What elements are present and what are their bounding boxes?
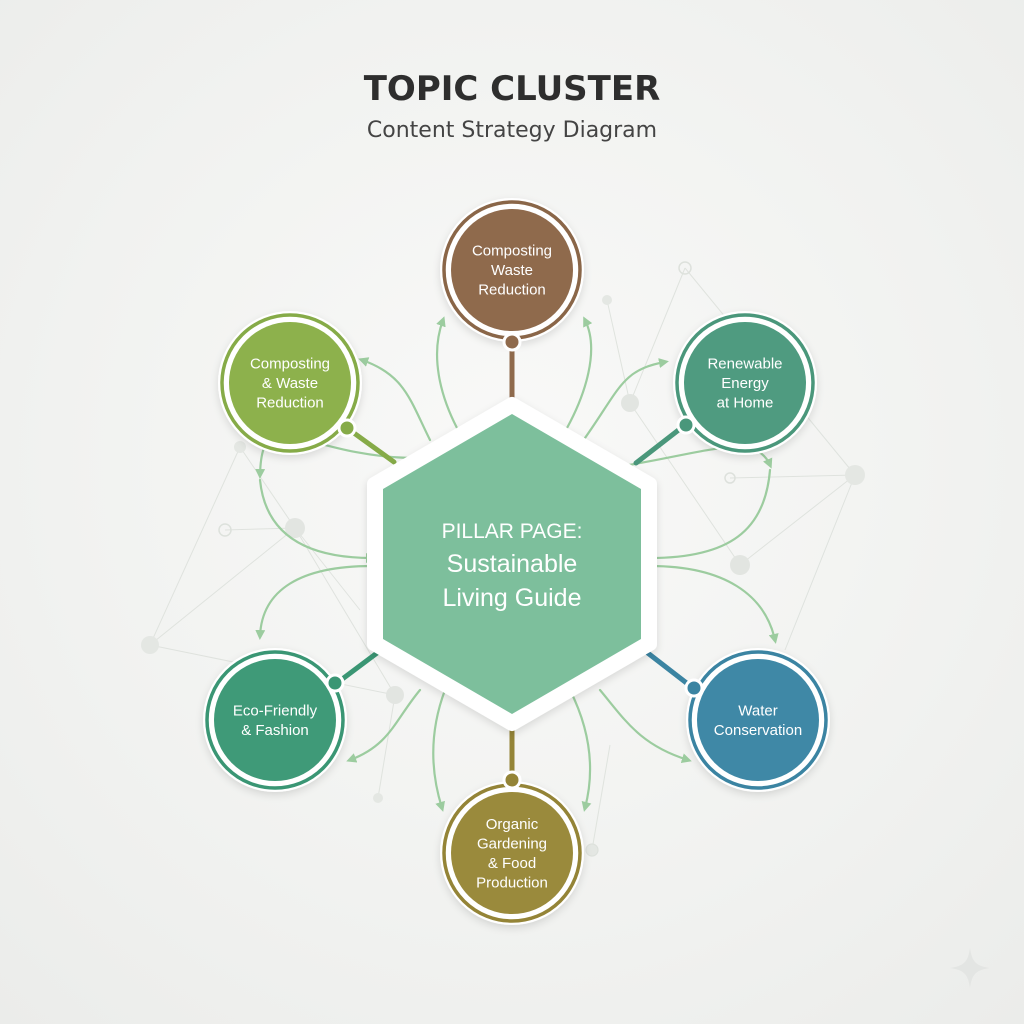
cluster-label-line: at Home <box>717 395 774 412</box>
cluster-label-line: Composting <box>472 243 552 260</box>
cluster-circle <box>697 659 819 781</box>
spoke-connectors <box>334 341 696 781</box>
cluster-circle <box>451 209 573 331</box>
cluster-label-line: Waste <box>491 262 533 279</box>
relationship-arrows <box>255 316 779 812</box>
cluster-label-line: Organic <box>486 816 539 833</box>
cluster-circle <box>684 322 806 444</box>
cluster-label-line: Reduction <box>256 395 324 412</box>
cluster-label-line: Eco-Friendly <box>233 702 318 719</box>
cluster-label-line: & Waste <box>262 375 318 392</box>
arrow-right-in <box>646 468 772 563</box>
arrow-to-ll <box>346 688 422 763</box>
diagram-subtitle: Content Strategy Diagram <box>367 118 657 143</box>
background-nodes <box>141 261 865 857</box>
connector-knobs <box>325 332 704 790</box>
pillar-label-line: Living Guide <box>443 584 582 612</box>
cluster-label-line: Reduction <box>478 282 546 299</box>
background-network <box>149 267 856 851</box>
cluster-ring <box>688 650 828 790</box>
cluster-circle <box>451 792 573 914</box>
cluster-ring <box>675 313 815 453</box>
cluster-label-line: Production <box>476 874 548 891</box>
cluster-label: Eco-Friendly & Fashion <box>233 702 318 739</box>
pillar-label-line: PILLAR PAGE: <box>442 520 583 543</box>
arrow-to-ul-1 <box>358 357 432 442</box>
arrow-to-bottom-left <box>432 688 447 812</box>
cluster-label-line: & Fashion <box>241 722 309 739</box>
cluster-label-line: Conservation <box>714 722 802 739</box>
cluster-circle <box>214 659 336 781</box>
arrow-to-bottom-right <box>568 688 592 812</box>
arrow-to-top-left <box>436 316 459 430</box>
arrow-right-out <box>648 564 779 644</box>
arrow-left-in <box>258 478 376 563</box>
cluster-circle <box>229 322 351 444</box>
diagram-title: TOPIC CLUSTER <box>364 69 661 109</box>
pillar-hexagon <box>383 414 641 714</box>
arrow-to-ur-1 <box>578 358 669 447</box>
arrow-left-out <box>255 564 374 640</box>
cluster-label-line: Water <box>738 702 777 719</box>
arrow-to-lr <box>598 688 692 763</box>
cluster-label-line: Gardening <box>477 835 547 852</box>
arrow-to-top-right <box>565 316 593 430</box>
cluster-label-line: Renewable <box>707 356 782 373</box>
sparkle-icon <box>950 948 990 988</box>
cluster-label-line: Composting <box>250 356 330 373</box>
pillar-label-line: Sustainable <box>447 550 578 578</box>
cluster-label-line: & Food <box>488 855 536 872</box>
cluster-ring <box>205 650 345 790</box>
cluster-node-lower-left[interactable]: Eco-Friendly & Fashion <box>203 648 347 792</box>
cluster-label-line: Energy <box>721 375 769 392</box>
cluster-ring <box>220 313 360 453</box>
